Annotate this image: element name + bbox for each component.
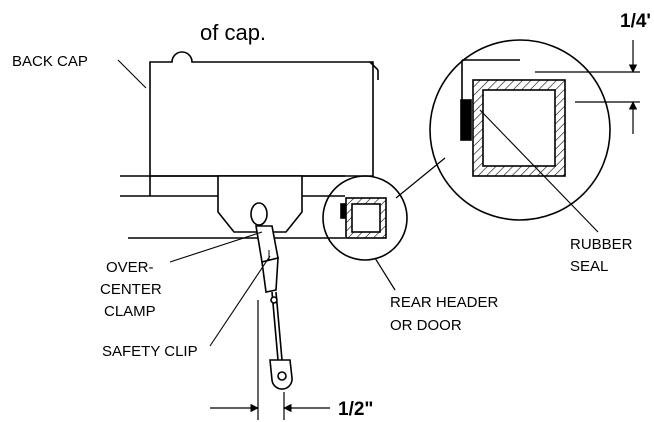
label-rear-header-2: OR DOOR	[390, 317, 462, 334]
clamp-bracket	[217, 175, 303, 390]
dimension-gap-bottom: 1/2"	[338, 399, 373, 420]
label-rubber-seal-1: RUBBER	[570, 236, 633, 253]
label-rear-header-1: REAR HEADER	[390, 294, 499, 311]
dimension-gap-top: 1/4'	[620, 11, 651, 32]
bottom-dimension	[210, 300, 330, 420]
label-over-center-1: OVER-	[106, 259, 154, 276]
profile-circle	[322, 175, 408, 261]
label-safety-clip: SAFETY CLIP	[102, 343, 198, 360]
label-over-center-3: CLAMP	[104, 303, 156, 320]
label-back-cap: BACK CAP	[12, 53, 88, 70]
label-leaders	[117, 59, 599, 347]
top-dimension	[535, 40, 640, 134]
label-rubber-seal-2: SEAL	[570, 258, 608, 275]
detail-circle	[429, 39, 611, 221]
caption-fragment: of cap.	[200, 20, 266, 45]
label-over-center-2: CENTER	[100, 281, 162, 298]
